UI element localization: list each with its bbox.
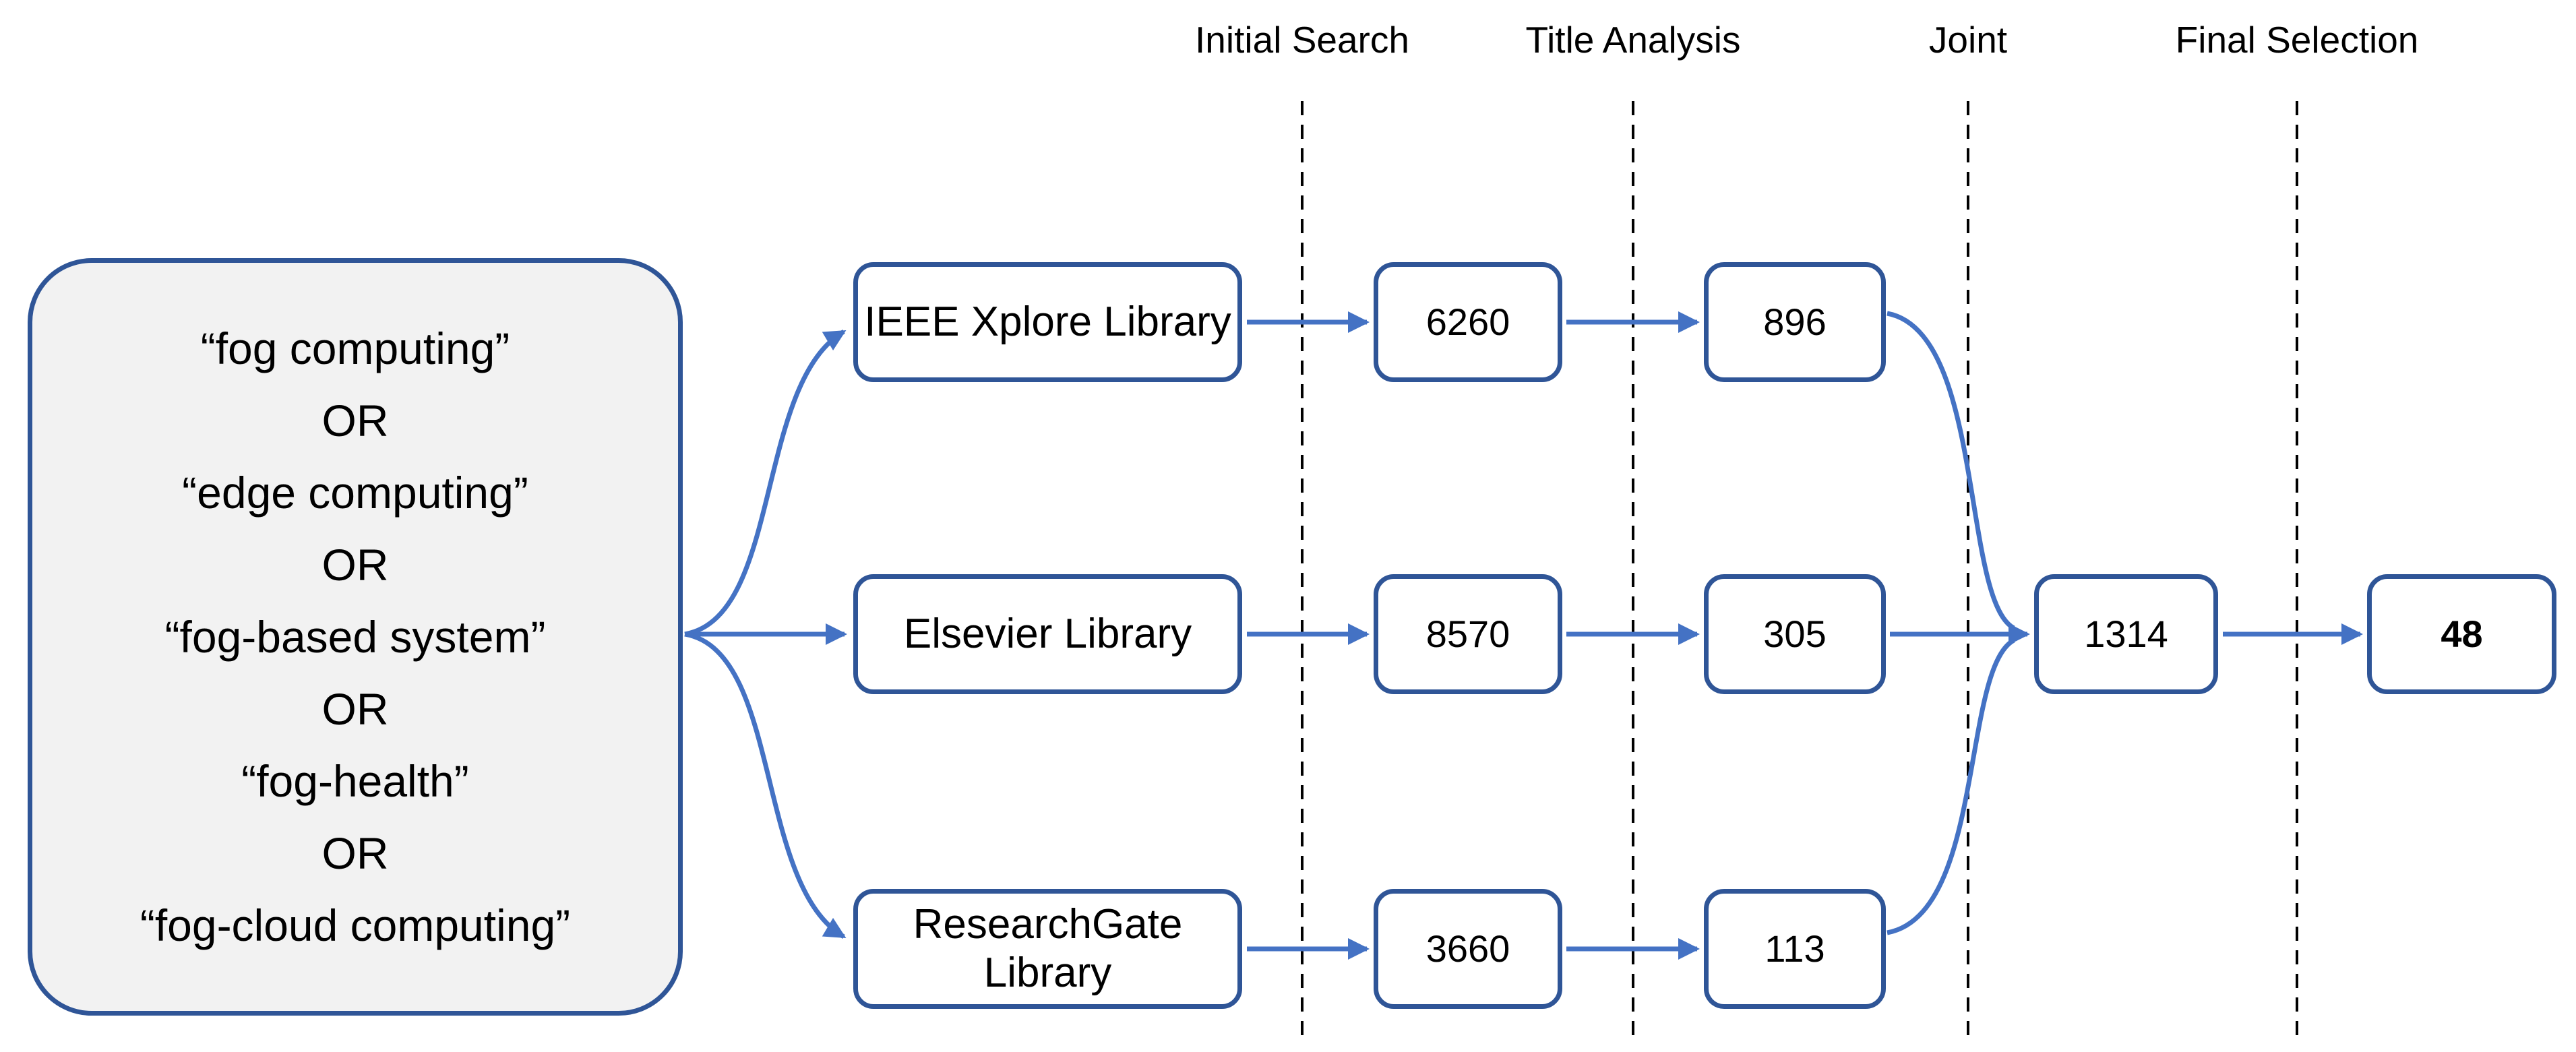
title-count-researchgate: 113 [1704,889,1886,1009]
count-value: 305 [1763,613,1827,655]
query-terms-box: “fog computing” OR “edge computing” OR “… [28,258,683,1016]
count-value: 896 [1763,301,1827,343]
query-term-line: “edge computing” [182,467,528,518]
curve-ieee-title-to-joint [1887,311,2015,631]
source-name: Elsevier Library [903,611,1192,657]
arrow-query-to-ieee [684,329,847,637]
count-value: 3660 [1425,927,1510,970]
column-header-initial-search: Initial Search [1195,19,1409,61]
final-count-value: 48 [2441,613,2483,655]
source-node-researchgate: ResearchGate Library [853,889,1242,1009]
count-value: 6260 [1425,301,1510,343]
initial-count-researchgate: 3660 [1374,889,1562,1009]
joint-count-value: 1314 [2084,613,2168,655]
final-count-node: 48 [2367,574,2556,694]
source-name: ResearchGate [913,901,1183,948]
query-operator-line: OR [321,683,389,734]
query-term-line: “fog-cloud computing” [140,900,571,950]
curve-researchgate-title-to-joint [1887,638,2015,935]
joint-count-node: 1314 [2034,574,2218,694]
count-value: 113 [1765,927,1825,970]
source-node-elsevier: Elsevier Library [853,574,1242,694]
query-term-line: “fog-health” [241,755,469,806]
title-count-ieee: 896 [1704,262,1886,382]
query-operator-line: OR [321,395,389,445]
arrow-query-to-researchgate [684,631,847,939]
title-count-elsevier: 305 [1704,574,1886,694]
column-header-joint: Joint [1928,19,2008,61]
column-header-final-selection: Final Selection [2175,19,2419,61]
query-operator-line: OR [321,539,389,590]
initial-count-ieee: 6260 [1374,262,1562,382]
source-node-ieee-xplore: IEEE Xplore Library [853,262,1242,382]
query-term-line: “fog computing” [200,323,510,373]
query-term-line: “fog-based system” [164,611,546,662]
query-operator-line: OR [321,828,389,878]
initial-count-elsevier: 8570 [1374,574,1562,694]
count-value: 8570 [1425,613,1510,655]
source-name: Library [983,950,1112,996]
source-name: IEEE Xplore Library [864,299,1231,345]
column-header-title-analysis: Title Analysis [1525,19,1741,61]
